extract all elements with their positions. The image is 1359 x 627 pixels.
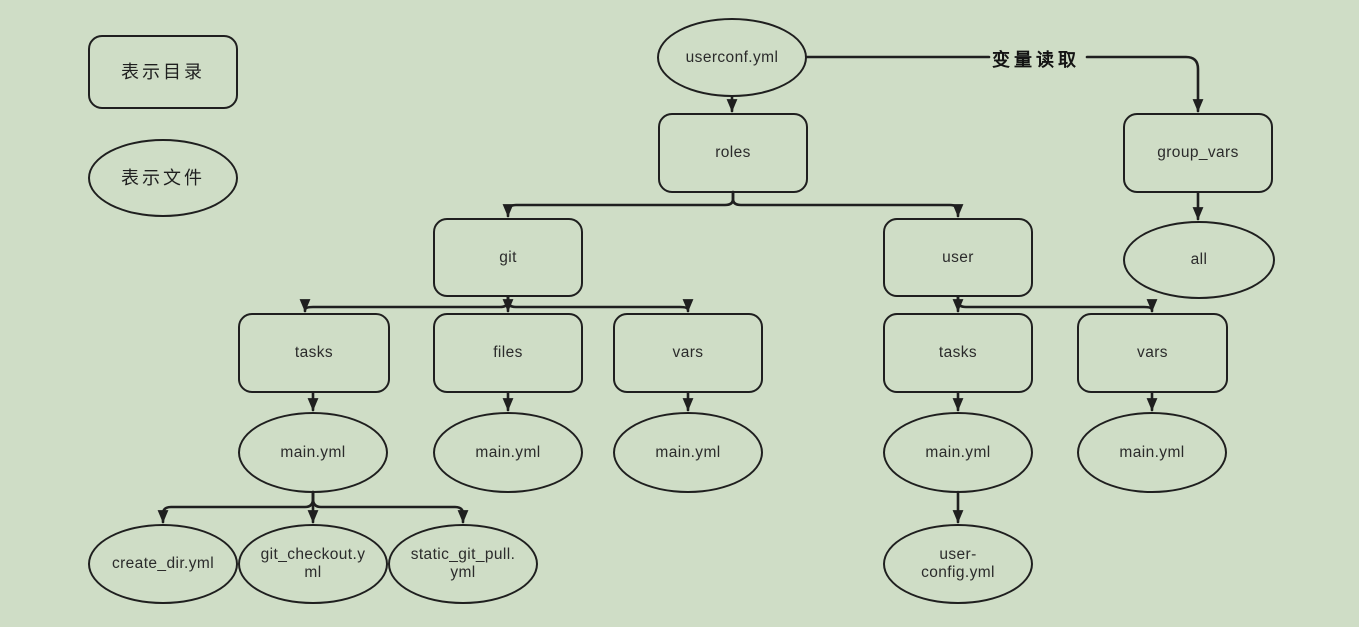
node-label: vars — [672, 344, 704, 362]
legend-directory-shape: 表示目录 — [88, 35, 238, 109]
node-label: user-config.yml — [921, 546, 995, 581]
node-label: main.yml — [925, 443, 991, 461]
edge-git-tasks — [299, 295, 510, 313]
edge-roles-user — [731, 190, 964, 218]
node-git-tasks-main-yml: main.yml — [238, 412, 388, 493]
node-label: main.yml — [1119, 443, 1185, 461]
node-roles: roles — [658, 113, 808, 193]
node-label: git — [499, 248, 517, 266]
node-create-dir-yml: create_dir.yml — [88, 524, 238, 604]
node-label: tasks — [938, 344, 978, 362]
node-label: user — [942, 248, 974, 266]
legend-file-label: 表示文件 — [121, 167, 205, 188]
node-label: tasks — [294, 344, 334, 362]
node-git-files-main-yml: main.yml — [433, 412, 583, 493]
edge-user-vars — [956, 295, 1158, 313]
node-label: files — [493, 344, 523, 362]
edge-label-variable-read: 变量读取 — [992, 50, 1080, 70]
node-git-vars: vars — [613, 313, 763, 393]
node-label: all — [1190, 251, 1208, 269]
node-git-files: files — [433, 313, 583, 393]
legend-file-shape: 表示文件 — [88, 139, 238, 217]
node-userconf-yml: userconf.yml — [657, 18, 807, 97]
edge-git-vars — [506, 295, 694, 313]
node-user: user — [883, 218, 1033, 297]
node-label: userconf.yml — [685, 48, 779, 66]
node-label: static_git_pull.yml — [410, 546, 516, 581]
node-label: vars — [1137, 344, 1168, 362]
node-user-vars: vars — [1077, 313, 1228, 393]
node-git: git — [433, 218, 583, 297]
node-user-tasks-main-yml: main.yml — [883, 412, 1033, 493]
node-label: main.yml — [655, 443, 721, 461]
node-label: create_dir.yml — [111, 555, 215, 573]
legend-directory-label: 表示目录 — [121, 61, 205, 82]
node-group-vars: group_vars — [1123, 113, 1273, 193]
node-label: main.yml — [280, 443, 346, 461]
edge-main-staticgitpull — [311, 490, 469, 524]
node-git-checkout-yml: git_checkout.yml — [238, 524, 388, 604]
node-user-config-yml: user-config.yml — [883, 524, 1033, 604]
node-label: git_checkout.yml — [260, 546, 366, 581]
node-static-git-pull-yml: static_git_pull.yml — [388, 524, 538, 604]
node-user-vars-main-yml: main.yml — [1077, 412, 1227, 493]
edge-main-createdir — [157, 490, 315, 524]
node-label: main.yml — [475, 443, 541, 461]
node-label: group_vars — [1157, 144, 1239, 162]
edge-roles-git — [502, 190, 735, 218]
node-label: roles — [715, 144, 751, 162]
node-user-tasks: tasks — [883, 313, 1033, 393]
node-git-tasks: tasks — [238, 313, 390, 393]
node-git-vars-main-yml: main.yml — [613, 412, 763, 493]
edge-label-groupvars — [1085, 55, 1204, 113]
node-all: all — [1123, 221, 1275, 299]
